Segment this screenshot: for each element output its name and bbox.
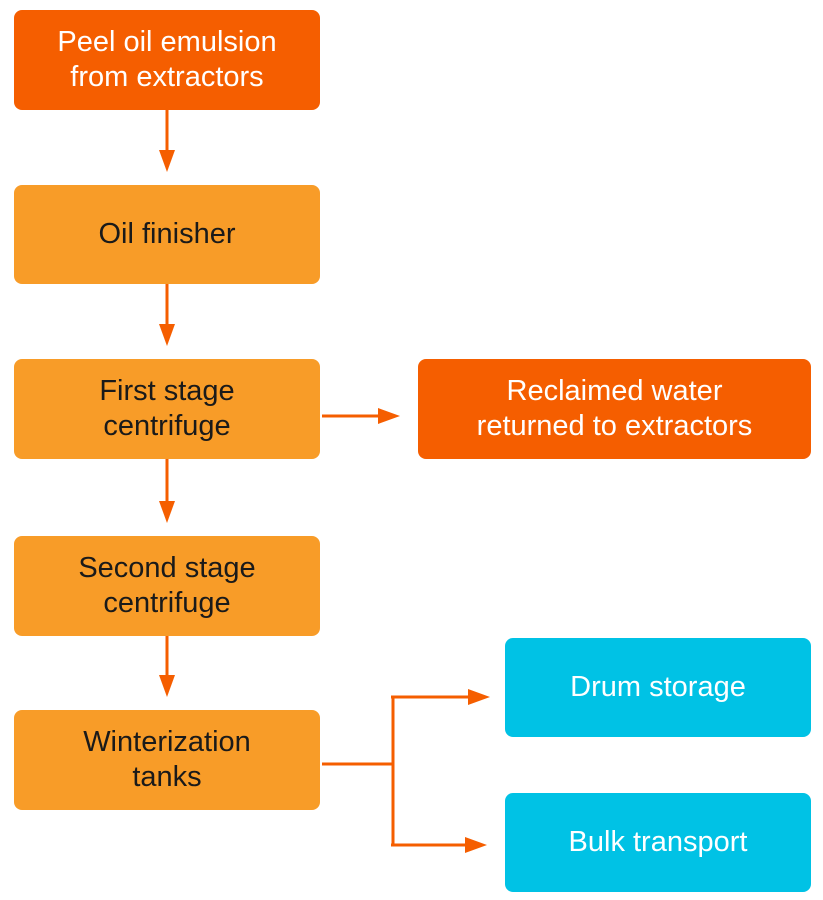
node-label: Bulk transport [568,826,748,858]
node-second-stage-centrifuge: Second stage centrifuge [14,536,320,636]
node-label-line: Reclaimed water [506,375,723,407]
node-first-stage-centrifuge: First stage centrifuge [14,359,320,459]
node-label: Drum storage [570,671,746,703]
node-label-line: Second stage [78,552,256,584]
arrowhead-to-drum [468,689,490,705]
node-label-line: centrifuge [103,410,231,442]
arrowhead-first-to-reclaimed [378,408,400,424]
node-label-line: from extractors [70,61,264,93]
node-winterization-tanks: Winterization tanks [14,710,320,810]
node-drum-storage: Drum storage [505,638,811,737]
node-label-line: tanks [132,761,202,793]
node-label: Oil finisher [98,218,236,250]
node-label-line: Winterization [83,726,251,758]
node-peel-oil-emulsion: Peel oil emulsion from extractors [14,10,320,110]
arrowhead-finisher-to-first [159,324,175,346]
node-oil-finisher: Oil finisher [14,185,320,284]
node-label-line: First stage [99,375,235,407]
arrowhead-second-to-winter [159,675,175,697]
arrowhead-first-to-second [159,501,175,523]
node-bulk-transport: Bulk transport [505,793,811,892]
node-label-line: returned to extractors [476,410,753,442]
node-reclaimed-water: Reclaimed water returned to extractors [418,359,811,459]
arrowhead-to-bulk [465,837,487,853]
node-label-line: Peel oil emulsion [57,26,277,58]
node-label-line: centrifuge [103,587,231,619]
arrowhead-peel-to-finisher [159,150,175,172]
